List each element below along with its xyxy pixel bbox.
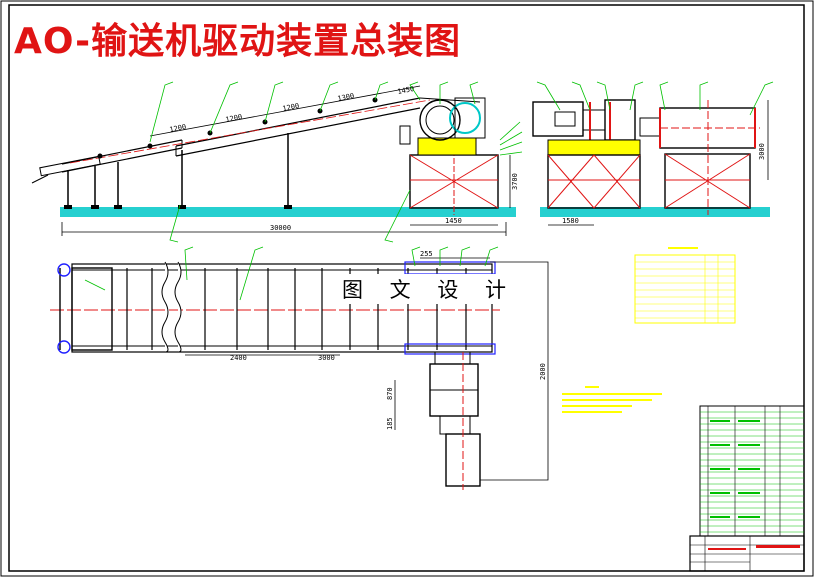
- watermark-text: 图 文 设 计: [338, 274, 521, 304]
- foot-blocks: [64, 205, 292, 209]
- dim-3000: 3000: [318, 354, 335, 362]
- dim-1200-c: 1200: [282, 102, 300, 113]
- dim-255: 255: [420, 250, 433, 258]
- side-ground-hatch: [540, 207, 770, 217]
- dim-1450-top: 1450: [397, 85, 415, 96]
- dim-2000-line: [480, 261, 549, 481]
- dim-2000: 2000: [539, 363, 547, 380]
- coupling: [582, 109, 606, 131]
- parts-list: [699, 405, 805, 537]
- dim-side-width: 1580: [562, 217, 579, 225]
- head-drive-unit: [399, 97, 486, 145]
- idlers: [97, 97, 378, 159]
- side-frame-right: [664, 153, 751, 209]
- elevation-view: 1200 1200 1200 1300 1450 30000 1450 3700: [31, 81, 523, 243]
- side-view: 1580 3000: [532, 81, 774, 226]
- parameter-table: [634, 247, 736, 324]
- plan-leaders: [84, 246, 499, 301]
- side-base-plate: [547, 139, 641, 156]
- conveyor-upper-bottom: [175, 107, 421, 157]
- dim-1300: 1300: [337, 92, 355, 103]
- support-legs: [67, 133, 289, 207]
- inner-frame: [8, 4, 805, 572]
- part-leaders-top: [149, 81, 523, 243]
- conveyor-upper-top: [175, 97, 421, 147]
- side-frame-left: [547, 154, 641, 209]
- dim-height-right: 3700: [511, 173, 519, 190]
- plan-idlers: [126, 268, 467, 350]
- top-dimension-line: [149, 85, 421, 137]
- break-line: [161, 261, 169, 353]
- dim-2400: 2400: [230, 354, 247, 362]
- plan-tail: [71, 267, 113, 351]
- ground-hatch: [60, 207, 516, 217]
- dim-total-length: 30000: [270, 224, 291, 232]
- dim-870: 870: [386, 387, 394, 400]
- technical-requirements: [562, 386, 662, 413]
- dim-base-width: 1450: [445, 217, 462, 225]
- side-leaders: [536, 81, 774, 116]
- tail-pulley: [31, 155, 101, 184]
- drawing-title: AO-输送机驱动装置总装图: [14, 21, 462, 62]
- dim-height-side: 3000: [758, 143, 766, 160]
- dim-1200-b: 1200: [225, 113, 243, 124]
- drive-support-frame: [409, 137, 499, 215]
- dim-185: 185: [386, 417, 394, 430]
- dim-1200-a: 1200: [169, 123, 187, 134]
- title-block: [689, 535, 805, 572]
- centre-line: [69, 99, 431, 164]
- plan-view: 255 2400 3000 870 185 2000: [50, 246, 549, 490]
